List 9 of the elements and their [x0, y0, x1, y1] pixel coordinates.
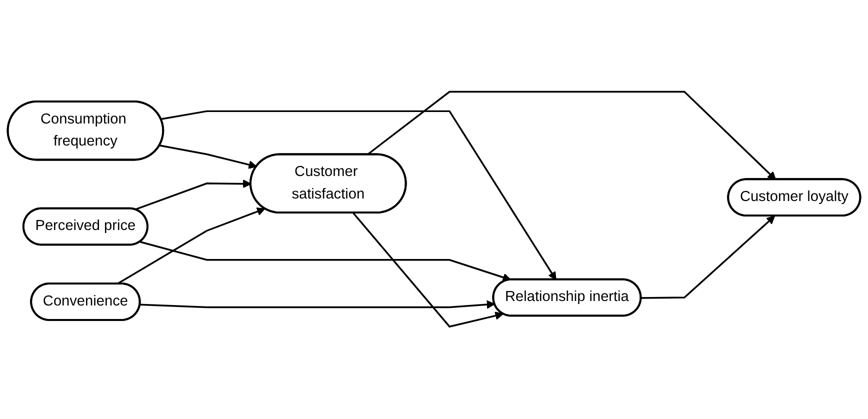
arrow [116, 208, 266, 286]
arrow [140, 300, 496, 310]
arrow [641, 216, 776, 300]
arrow [352, 212, 504, 328]
arrow [140, 241, 512, 282]
arrow [160, 110, 556, 280]
arrow [134, 180, 252, 211]
arrow [160, 144, 258, 170]
arrow [366, 91, 776, 180]
